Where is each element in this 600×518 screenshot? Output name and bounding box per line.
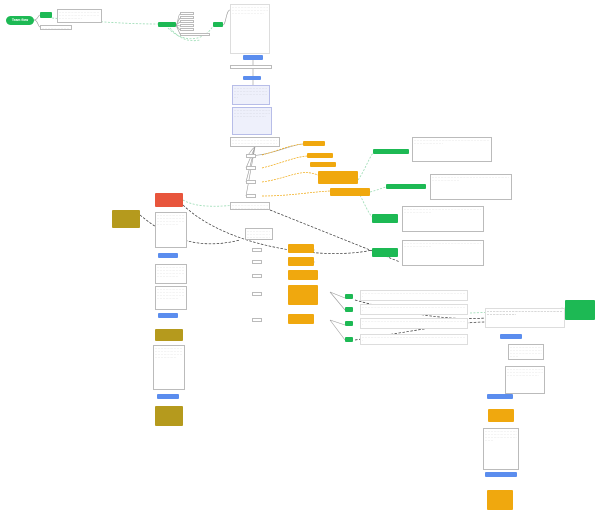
list-item [180, 16, 194, 19]
step-box [252, 274, 262, 278]
green-node[interactable] [345, 294, 353, 299]
step-box [252, 248, 262, 252]
note-box: · · · · · · · · · · · · · · · · · · · · … [230, 202, 270, 210]
branch-node[interactable] [40, 12, 52, 18]
note-box: · · · · · · · · · · · · · · · · · · · · … [155, 212, 187, 248]
note-box: · · · · · · · · · · · · · · · · · · · · … [153, 345, 185, 390]
note-box: · · · · · · · · · · · · · · · · · · · · … [430, 174, 512, 200]
green-node[interactable] [372, 248, 398, 257]
green-node[interactable] [373, 149, 409, 154]
green-node[interactable] [345, 307, 353, 312]
blue-node[interactable] [500, 334, 522, 339]
blue-node[interactable] [243, 55, 263, 60]
green-node[interactable] [345, 337, 353, 342]
note-box: · · · · · · · · · · · · · · · · · · · · … [508, 344, 544, 360]
orange-node[interactable] [318, 171, 358, 184]
step-box [252, 318, 262, 322]
root-node[interactable]: Team flow [6, 16, 34, 25]
branch-node[interactable] [158, 22, 176, 27]
green-node[interactable] [386, 184, 426, 189]
step-box [246, 154, 256, 158]
list-item [180, 33, 210, 36]
note-box: · · · · · · · · · · · · · · · · · · · · … [230, 4, 270, 54]
note-box: · · · · · · · · · · · · · · · · · · · · … [360, 304, 468, 315]
orange-node[interactable] [310, 162, 336, 167]
olive-node[interactable] [155, 329, 183, 341]
note-box: · · · · · · · · · · · · · · · · · · · · … [505, 366, 545, 394]
list-item [180, 24, 194, 27]
step-box [246, 166, 256, 170]
orange-node[interactable] [303, 141, 325, 146]
green-node[interactable] [372, 214, 398, 223]
step-box [252, 292, 262, 296]
list-item [180, 12, 194, 15]
orange-node[interactable] [487, 490, 513, 510]
orange-node[interactable] [288, 257, 314, 266]
blue-node[interactable] [157, 394, 179, 399]
olive-node[interactable] [155, 406, 183, 426]
note-box: · · · · · · · · · · · · · · · · · · · · … [40, 25, 72, 30]
blue-node[interactable] [158, 313, 178, 318]
blue-node[interactable] [485, 472, 517, 477]
olive-node[interactable] [112, 210, 140, 228]
orange-node[interactable] [488, 409, 514, 422]
green-node[interactable] [565, 300, 595, 320]
note-box: · · · · · · · · · · · · · · · · · · · · … [57, 9, 102, 23]
note-box: · · · · · · · · · · · · · · · · · · · · … [360, 318, 468, 329]
orange-node[interactable] [288, 285, 318, 305]
blue-node[interactable] [243, 76, 261, 80]
note-box: · · · · · · · · · · · · · · · · · · · · … [230, 137, 280, 147]
note-box: · · · · · · · · · · · · · · · · · · · · … [360, 334, 468, 345]
note-box: · · · · · · · · · · · · · · · · · · · · … [245, 228, 273, 240]
note-box: · · · · · · · · · · · · · · · · · · · · … [485, 308, 565, 328]
blue-node[interactable] [487, 394, 513, 399]
orange-node[interactable] [288, 314, 314, 324]
note-box: · · · · · · · · · · · · · · · · · · · · … [412, 137, 492, 162]
note-box: · · · · · · · · · · · · · · · · · · · · … [232, 107, 272, 135]
note-box: · · · · · · · · · · · · · · · · · · · · … [360, 290, 468, 301]
branch-node[interactable] [213, 22, 223, 27]
orange-node[interactable] [288, 270, 318, 280]
note-box [230, 65, 272, 69]
note-box: · · · · · · · · · · · · · · · · · · · · … [483, 428, 519, 470]
note-box: · · · · · · · · · · · · · · · · · · · · … [402, 206, 484, 232]
note-box: · · · · · · · · · · · · · · · · · · · · … [232, 85, 270, 105]
step-box [246, 180, 256, 184]
green-node[interactable] [345, 321, 353, 326]
orange-node[interactable] [307, 153, 333, 158]
orange-node[interactable] [288, 244, 314, 253]
step-box [252, 260, 262, 264]
list-item [180, 28, 194, 31]
red-node[interactable] [155, 193, 183, 207]
note-box: · · · · · · · · · · · · · · · · · · · · … [402, 240, 484, 266]
orange-node[interactable] [330, 188, 370, 196]
note-box: · · · · · · · · · · · · · · · · · · · · … [155, 264, 187, 284]
note-box: · · · · · · · · · · · · · · · · · · · · … [155, 286, 187, 310]
step-box [246, 194, 256, 198]
list-item [180, 20, 194, 23]
blue-node[interactable] [158, 253, 178, 258]
